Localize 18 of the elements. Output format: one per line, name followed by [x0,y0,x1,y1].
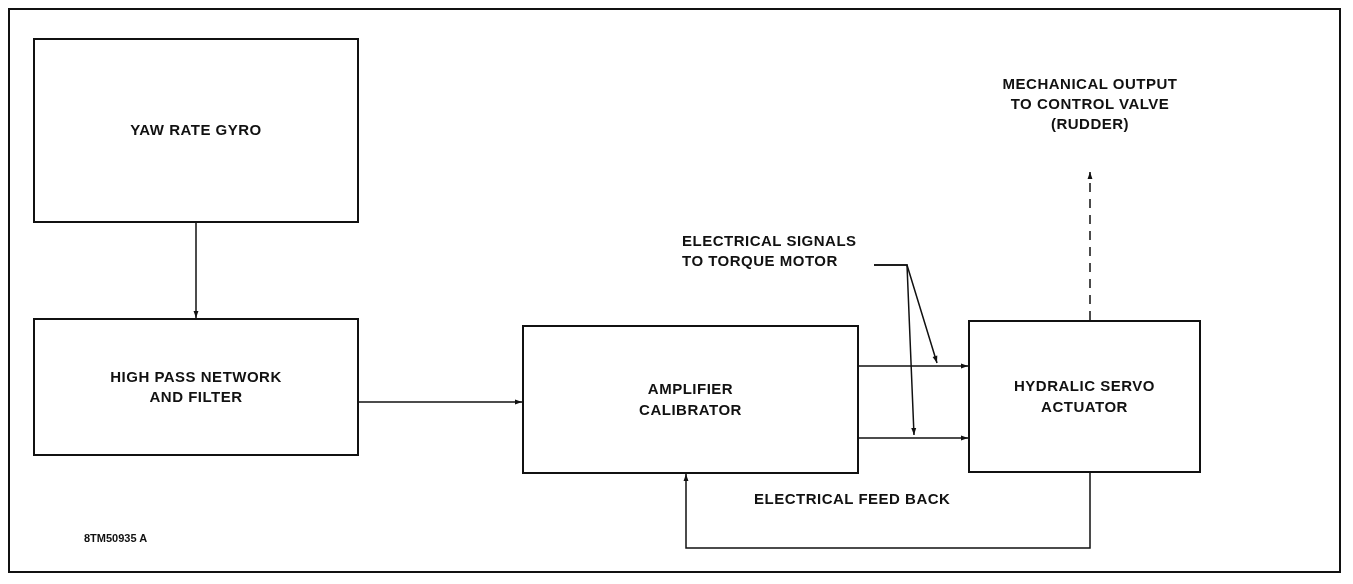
arrow [358,399,523,405]
process-box [968,320,1201,473]
figure-code: 8TM50935 A [84,532,148,544]
arrow [1087,171,1093,321]
node-text: MECHANICAL OUTPUT TO CONTROL VALVE (RUDDER) [1001,73,1179,135]
arrow [858,363,969,369]
process-box [522,325,859,474]
process-box [33,318,359,456]
arrow [193,222,199,319]
node-text: ELECTRICAL SIGNALS TO TORQUE MOTOR [682,230,858,271]
node-text: AMPLIFIER CALIBRATOR [638,379,743,420]
arrow [858,435,969,441]
node-text: HYDRALIC SERVO ACTUATOR [1013,376,1156,417]
node-text: YAW RATE GYRO [130,120,262,141]
arrow [683,472,1091,549]
node-text: HIGH PASS NETWORK AND FILTER [109,366,283,407]
leader-line [873,264,917,436]
process-box [33,38,359,223]
